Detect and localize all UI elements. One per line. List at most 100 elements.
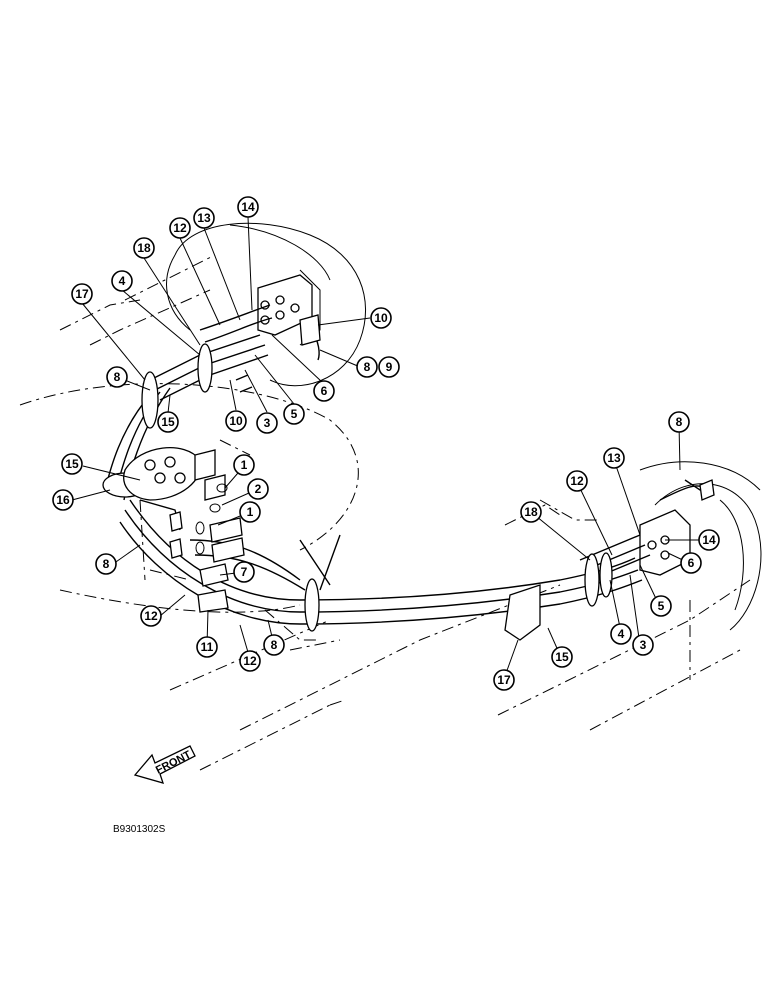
callout-11: 11 <box>196 636 218 658</box>
callout-circle <box>106 366 128 388</box>
callout-label: 1 <box>247 505 254 519</box>
callout-label: 8 <box>676 415 683 429</box>
callout-label: 13 <box>607 451 621 465</box>
callout-label: 17 <box>497 673 511 687</box>
callout-circle <box>233 561 255 583</box>
callout-label: 10 <box>229 414 243 428</box>
callout-label: 15 <box>65 457 79 471</box>
callout-label: 2 <box>255 482 262 496</box>
callout-10: 10 <box>370 307 392 329</box>
callout-4: 4 <box>111 270 133 292</box>
front-label: FRONT <box>154 749 193 777</box>
callout-label: 7 <box>241 565 248 579</box>
callout-circle <box>520 501 542 523</box>
callout-label: 15 <box>161 415 175 429</box>
callout-circle <box>680 552 702 574</box>
callout-label: 8 <box>114 370 121 384</box>
callout-18: 18 <box>520 501 542 523</box>
callout-label: 14 <box>241 200 255 214</box>
callout-label: 18 <box>524 505 538 519</box>
callout-label: 16 <box>56 493 70 507</box>
callout-circle <box>551 646 573 668</box>
callout-circle <box>239 501 261 523</box>
callout-circle <box>566 470 588 492</box>
callout-15: 15 <box>157 411 179 433</box>
callout-17: 17 <box>493 669 515 691</box>
callout-17: 17 <box>71 283 93 305</box>
callout-circle <box>283 403 305 425</box>
callout-circle <box>247 478 269 500</box>
callout-14: 14 <box>237 196 259 218</box>
callout-circle <box>52 489 74 511</box>
callout-leaders <box>71 216 706 677</box>
callout-circle <box>233 454 255 476</box>
callout-circle <box>239 650 261 672</box>
callout-circle <box>169 217 191 239</box>
callout-circle <box>698 529 720 551</box>
callout-label: 5 <box>291 407 298 421</box>
callout-label: 6 <box>688 556 695 570</box>
machine-frame-outline <box>19 254 751 771</box>
callout-circle <box>263 634 285 656</box>
callout-circle <box>237 196 259 218</box>
callout-circle <box>193 207 215 229</box>
callout-label: 14 <box>702 533 716 547</box>
callout-3: 3 <box>256 412 278 434</box>
callout-circle <box>313 380 335 402</box>
callout-circle <box>157 411 179 433</box>
callout-label: 9 <box>386 360 393 374</box>
callout-8: 8 <box>668 411 690 433</box>
callout-circle <box>196 636 218 658</box>
callout-1: 1 <box>239 501 261 523</box>
callout-label: 12 <box>570 474 584 488</box>
callout-label: 12 <box>243 654 257 668</box>
callout-8: 8 <box>106 366 128 388</box>
callout-label: 10 <box>374 311 388 325</box>
callout-label: 8 <box>103 557 110 571</box>
callout-8: 8 <box>263 634 285 656</box>
callout-circle <box>71 283 93 305</box>
callout-label: 8 <box>364 360 371 374</box>
callout-circle <box>493 669 515 691</box>
callout-circle <box>225 410 247 432</box>
callout-5: 5 <box>650 595 672 617</box>
front-arrow: FRONT <box>133 745 196 784</box>
callout-label: 5 <box>658 599 665 613</box>
callout-label: 6 <box>321 384 328 398</box>
callout-13: 13 <box>603 447 625 469</box>
callout-label: 8 <box>271 638 278 652</box>
callout-label: 11 <box>201 640 214 654</box>
callout-circle <box>632 634 654 656</box>
callout-label: 12 <box>144 609 158 623</box>
callout-circle <box>256 412 278 434</box>
callout-8: 8 <box>95 553 117 575</box>
callout-4: 4 <box>610 623 632 645</box>
callout-circle <box>95 553 117 575</box>
callout-3: 3 <box>632 634 654 656</box>
callout-7: 7 <box>233 561 255 583</box>
callout-6: 6 <box>313 380 335 402</box>
callout-circle <box>603 447 625 469</box>
callout-12: 12 <box>566 470 588 492</box>
callout-18: 18 <box>133 237 155 259</box>
swivel-manifold <box>123 447 226 531</box>
callout-label: 1 <box>241 458 248 472</box>
callout-label: 17 <box>75 287 89 301</box>
callout-label: 3 <box>640 638 647 652</box>
callout-circle <box>111 270 133 292</box>
callout-16: 16 <box>52 489 74 511</box>
callout-label: 4 <box>119 274 126 288</box>
callout-circle <box>356 356 378 378</box>
callout-label: 12 <box>173 221 187 235</box>
callout-circle <box>378 356 400 378</box>
callout-label: 15 <box>555 650 569 664</box>
callout-12: 12 <box>169 217 191 239</box>
callout-5: 5 <box>283 403 305 425</box>
callout-9: 9 <box>378 356 400 378</box>
callout-15: 15 <box>61 453 83 475</box>
callout-10: 10 <box>225 410 247 432</box>
callout-label: 13 <box>197 211 211 225</box>
callout-1: 1 <box>233 454 255 476</box>
callout-circle <box>61 453 83 475</box>
